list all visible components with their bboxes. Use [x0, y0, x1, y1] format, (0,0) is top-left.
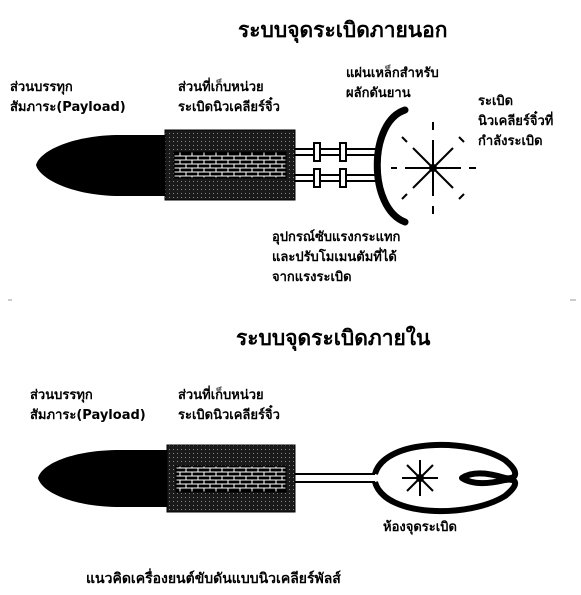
external-storage-label: ส่วนที่เก็บหน่วย ระเบิดนิวเคลียร์จิ๋ว [178, 80, 280, 115]
internal-ship [38, 441, 519, 515]
external-ship [36, 106, 476, 226]
internal-payload-label: ส่วนบรรทุก สัมภาระ(Payload) [30, 388, 146, 423]
pusher-plate [373, 106, 409, 226]
shock-absorber-label: อุปกรณ์ซับแรงกระแทก และปรับโมเมนตัมที่ได… [272, 230, 401, 285]
internal-payload-nose [38, 450, 167, 507]
internal-storage-label: ส่วนที่เก็บหน่วย ระเบิดนิวเคลียร์จิ๋ว [178, 388, 280, 423]
exploding-bomb-icon [391, 122, 476, 214]
exploding-bomb-label: ระเบิด นิวเคลียร์จิ๋วที่ กำลังระเบิด [478, 94, 554, 149]
external-bomb-magazine [173, 151, 287, 179]
external-system-title: ระบบจุดระเบิดภายนอก [238, 18, 448, 42]
internal-system-title: ระบบจุดระเบิดภายใน [236, 326, 431, 350]
internal-bomb-magazine [175, 465, 287, 493]
figure-caption: แนวคิดเครื่องยนต์ขับดันแบบนิวเคลียร์พัลส… [86, 571, 341, 587]
external-payload-label: ส่วนบรรทุก สัมภาระ(Payload) [10, 80, 126, 115]
ignition-chamber [372, 441, 519, 515]
shock-absorber [295, 142, 380, 188]
ignition-chamber-label: ห้องจุดระเบิด [383, 520, 457, 535]
feed-tube [295, 473, 375, 483]
external-payload-nose [36, 135, 165, 196]
pusher-plate-label: แผ่นเหล็กสำหรับ ผลักดันยาน [346, 66, 439, 101]
internal-explosion-icon [402, 460, 438, 496]
